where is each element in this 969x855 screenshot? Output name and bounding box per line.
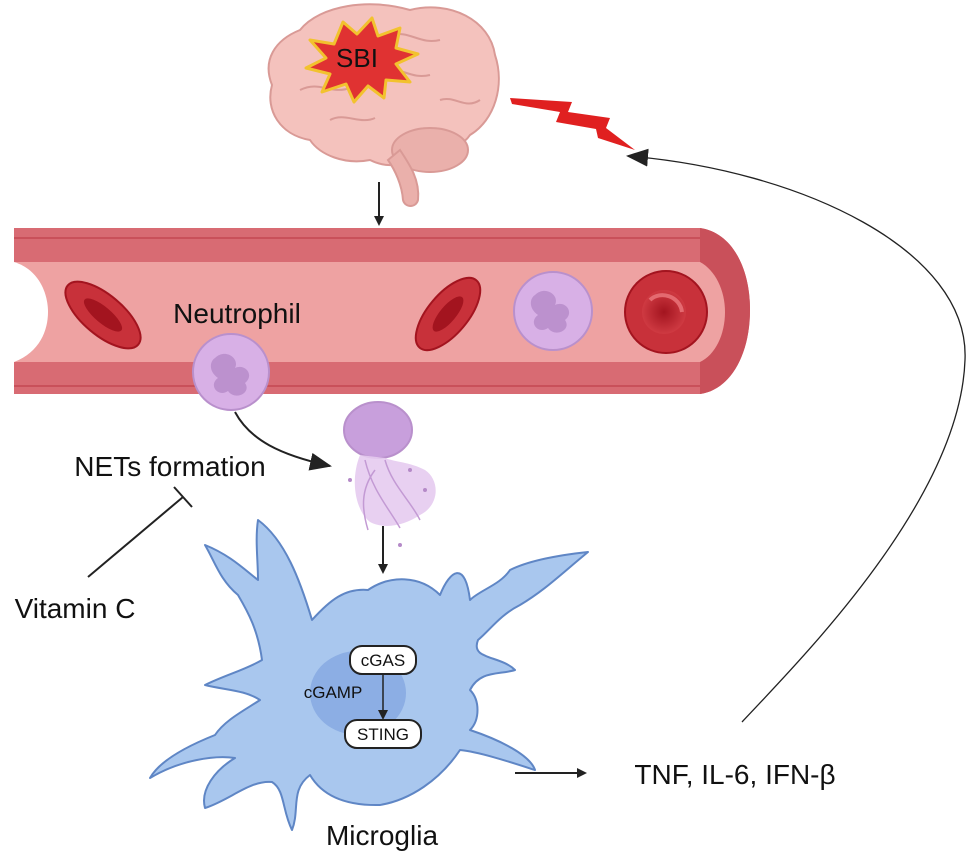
sting-badge: STING xyxy=(344,719,422,749)
microglia-label: Microglia xyxy=(326,820,438,851)
sting-label: STING xyxy=(357,725,409,744)
arrow-to-nets xyxy=(234,411,332,471)
arrow-feedback-to-brain xyxy=(626,148,966,723)
red-blood-cell xyxy=(64,280,142,350)
neutrophil-cell xyxy=(192,333,270,411)
cytokines-label: TNF, IL-6, IFN-β xyxy=(634,759,835,790)
nets-icon xyxy=(343,401,436,547)
cgas-label: cGAS xyxy=(361,651,405,670)
cgas-badge: cGAS xyxy=(349,645,417,675)
red-blood-cell xyxy=(414,276,482,352)
sbi-burst: SBI xyxy=(304,16,420,104)
neutrophil-label: Neutrophil xyxy=(173,298,301,329)
sbi-label: SBI xyxy=(336,43,378,73)
lightning-icon xyxy=(510,98,635,150)
vitamin-c-label: Vitamin C xyxy=(15,593,136,624)
neutrophil-cell xyxy=(513,271,593,351)
inhibition-line xyxy=(87,486,193,578)
cgamp-label: cGAMP xyxy=(304,683,363,702)
nets-formation-label: NETs formation xyxy=(74,451,265,482)
red-blood-cell xyxy=(624,270,708,354)
